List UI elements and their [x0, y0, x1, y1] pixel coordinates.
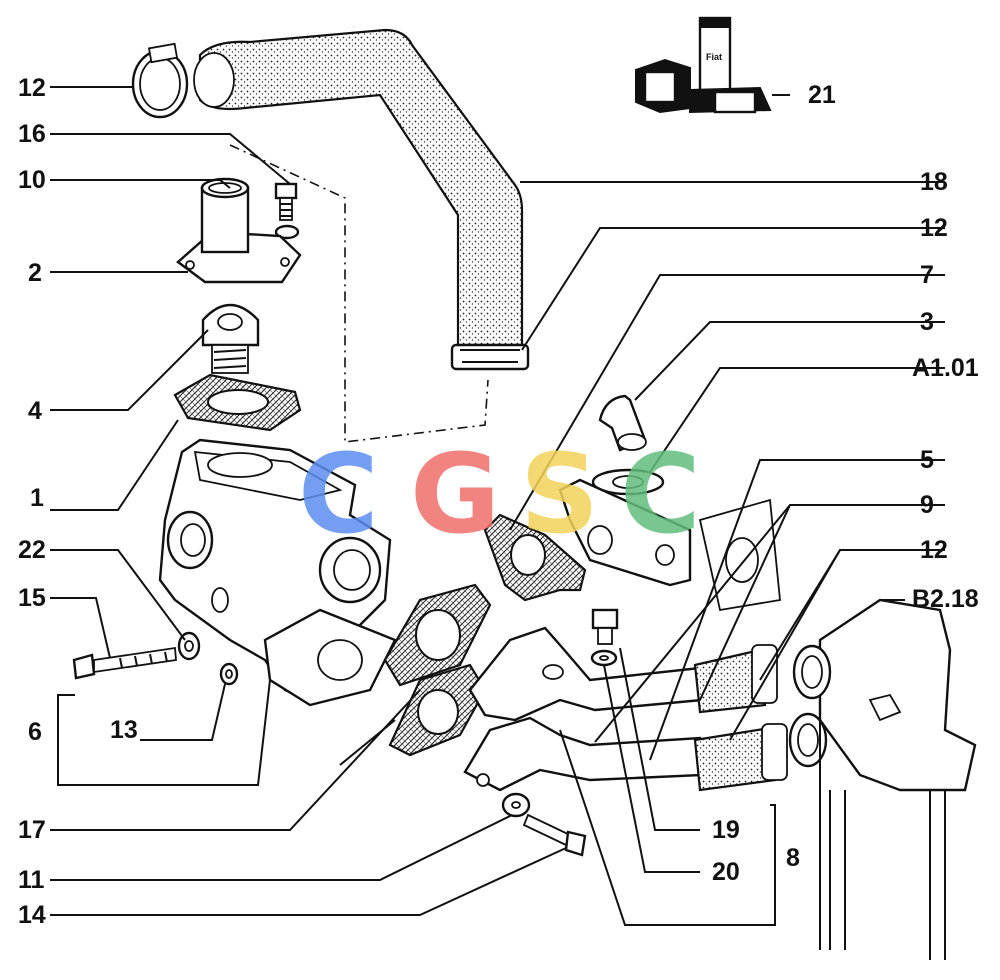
callout-12-clamp: 12 [18, 74, 46, 102]
callout-5: 5 [920, 446, 934, 474]
callout-22: 22 [18, 536, 46, 564]
callout-1: 1 [30, 484, 44, 512]
leader-lines [50, 86, 945, 926]
washer-part-20 [590, 649, 618, 667]
callout-14: 14 [18, 901, 46, 929]
coolant-kit-part-21: Fiat [635, 16, 772, 114]
callout-20: 20 [712, 858, 740, 886]
callout-15: 15 [18, 584, 46, 612]
bolt-part-16 [274, 182, 300, 240]
kit-bottle-text: Fiat [706, 52, 722, 62]
callout-9: 9 [920, 491, 934, 519]
cgsc-watermark: C G S C [298, 430, 701, 558]
thermostat-part-4 [201, 303, 260, 374]
callout-17: 17 [18, 816, 46, 844]
callout-21: 21 [808, 81, 836, 109]
callout-18: 18 [920, 168, 948, 196]
callout-12-pipe-clamp: 12 [920, 536, 948, 564]
watermark-letter-g: G [410, 430, 500, 558]
callout-12-hose-clamp: 12 [920, 214, 948, 242]
elbow-pipe-part-3 [598, 394, 647, 452]
callout-8: 8 [786, 844, 800, 872]
coolant-hose-part-18 [193, 28, 530, 371]
sensor-part-13 [219, 662, 239, 686]
callout-A1-01: A1.01 [912, 354, 979, 382]
watermark-letter-s: S [520, 430, 599, 558]
bolt-part-14 [522, 813, 587, 857]
callout-labels: 12 16 10 2 4 1 22 15 6 13 17 11 14 21 18… [18, 74, 979, 929]
pipe-assembly-part-8 [463, 626, 788, 792]
callout-4: 4 [28, 397, 42, 425]
bolt-part-19 [591, 608, 619, 645]
radiator-B2-18 [788, 598, 977, 960]
flange-plate-part-5 [558, 478, 692, 587]
washer-part-11 [501, 792, 531, 818]
callout-10: 10 [18, 166, 46, 194]
callout-3: 3 [920, 308, 934, 336]
watermark-letter-c1: C [298, 430, 379, 558]
callout-6: 6 [28, 718, 42, 746]
water-outlet-housing-part-1 [158, 438, 397, 707]
thermostat-cover-part-2-10 [176, 177, 302, 284]
callout-B2-18: B2.18 [912, 585, 979, 613]
gasket-part-17-upper [383, 583, 492, 687]
callout-2: 2 [28, 259, 42, 287]
callout-11: 11 [18, 866, 45, 894]
thermostat-gasket [173, 373, 302, 432]
callout-7: 7 [920, 261, 934, 289]
watermark-letter-c2: C [620, 430, 701, 558]
flange-plate-part-9 [698, 498, 781, 612]
hose-clamp-part-12 [131, 42, 189, 119]
callout-16: 16 [18, 120, 46, 148]
callout-13: 13 [110, 716, 138, 744]
gasket-part-17-lower [388, 663, 487, 757]
callout-19: 19 [712, 816, 740, 844]
long-bolt-part-15 [72, 646, 177, 680]
small-gasket-A1-01 [591, 468, 665, 496]
